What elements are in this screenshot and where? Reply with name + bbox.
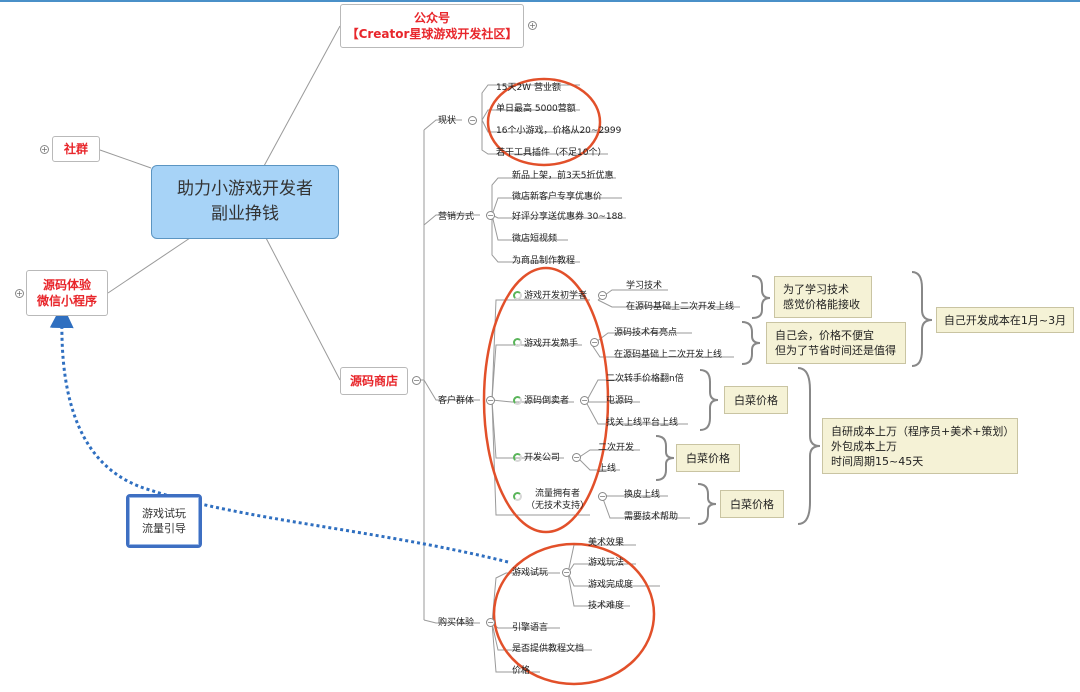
shiwan-child[interactable]: 游戏完成度 — [588, 580, 634, 590]
kehu-group[interactable]: 开发公司 — [524, 453, 561, 463]
central-line2: 副业挣钱 — [211, 204, 279, 224]
progress-ring — [513, 338, 522, 347]
collapse-toggle-group[interactable]: − — [580, 396, 589, 405]
category-yingxiao[interactable]: 营销方式 — [438, 212, 475, 222]
note-xuexi[interactable]: 为了学习技术 感觉价格能接收 — [774, 276, 872, 318]
goumai-item[interactable]: 价格 — [512, 666, 531, 676]
group-child[interactable]: 学习技术 — [626, 281, 663, 291]
central-node[interactable]: 助力小游戏开发者 副业挣钱 — [151, 165, 339, 239]
red-circle-goumai — [492, 542, 656, 686]
collapse-toggle-group[interactable]: − — [590, 338, 599, 347]
collapse-toggle-group[interactable]: − — [572, 453, 581, 462]
group-child[interactable]: 换皮上线 — [624, 490, 661, 500]
goumai-youxi-shiwan[interactable]: 游戏试玩 — [512, 568, 549, 578]
group-child[interactable]: 在源码基础上二次开发上线 — [626, 302, 735, 312]
shiwan-child[interactable]: 美术效果 — [588, 538, 625, 548]
shiwan-child[interactable]: 技术难度 — [588, 601, 625, 611]
collapse-toggle-group[interactable]: − — [598, 291, 607, 300]
edge-central-gongzhonghao — [263, 25, 341, 167]
collapse-toggle-kehu[interactable]: − — [486, 396, 495, 405]
progress-ring — [513, 291, 522, 300]
red-circle-kehu — [482, 266, 610, 534]
kehu-group[interactable]: 流量拥有者 （无技术支持） — [526, 489, 590, 511]
yingxiao-item[interactable]: 好评分享送优惠券 30~188 — [512, 212, 624, 222]
goumai-item[interactable]: 引擎语言 — [512, 623, 549, 633]
collapse-toggle-shequn[interactable]: + — [40, 145, 49, 154]
category-goumai[interactable]: 购买体验 — [438, 618, 475, 628]
yingxiao-item[interactable]: 微店新客户专享优惠价 — [512, 192, 603, 202]
kehu-group[interactable]: 游戏开发熟手 — [524, 339, 579, 349]
progress-ring — [513, 396, 522, 405]
note-ziyan[interactable]: 自研成本上万（程序员+美术+策划） 外包成本上万 时间周期15~45天 — [822, 418, 1018, 474]
group-child[interactable]: 二次开发 — [598, 443, 635, 453]
edge-central-shequn — [99, 149, 152, 169]
collapse-toggle-yingxiao[interactable]: − — [486, 211, 495, 220]
xianzhuang-item[interactable]: 16个小游戏，价格从20~2999 — [496, 126, 622, 136]
group-child[interactable]: 上线 — [598, 464, 617, 474]
progress-ring — [513, 453, 522, 462]
goumai-item[interactable]: 是否提供教程文档 — [512, 644, 585, 654]
group-child[interactable]: 需要技术帮助 — [624, 512, 679, 522]
category-xianzhuang[interactable]: 现状 — [438, 116, 457, 126]
group-child[interactable]: 二次转手价格翻n倍 — [606, 374, 684, 384]
collapse-toggle-xianzhuang[interactable]: − — [468, 116, 477, 125]
collapse-toggle-gongzhonghao[interactable]: + — [528, 21, 537, 30]
collapse-toggle-yuanma-tiyan[interactable]: + — [15, 289, 24, 298]
red-circle-xianzhuang — [486, 77, 602, 167]
xianzhuang-item[interactable]: 若干工具插件（不足10个） — [496, 148, 607, 158]
note-baicai-2[interactable]: 白菜价格 — [676, 444, 740, 472]
group-child[interactable]: 在源码基础上二次开发上线 — [614, 350, 723, 360]
edge-central-shangdian — [265, 237, 341, 381]
shiwan-child[interactable]: 游戏玩法 — [588, 558, 625, 568]
collapse-toggle-goumai[interactable]: − — [486, 618, 495, 627]
group-child[interactable]: 屯源码 — [606, 396, 634, 406]
yingxiao-item[interactable]: 微店短视频 — [512, 234, 558, 244]
collapse-toggle-shiwan[interactable]: − — [562, 568, 571, 577]
progress-ring — [513, 492, 522, 501]
note-ziji-hui[interactable]: 自己会，价格不便宜 但为了节省时间还是值得 — [766, 322, 906, 364]
top-border — [0, 0, 1080, 2]
node-shequn[interactable]: 社群 — [52, 136, 100, 162]
node-gongzhonghao[interactable]: 公众号 【Creator星球游戏开发社区】 — [340, 4, 524, 48]
xianzhuang-item[interactable]: 单日最高 5000营额 — [496, 104, 576, 114]
edge-central-yuanmatiyan — [107, 237, 191, 294]
yingxiao-item[interactable]: 为商品制作教程 — [512, 256, 576, 266]
note-baicai-1[interactable]: 白菜价格 — [724, 386, 788, 414]
central-line1: 助力小游戏开发者 — [177, 179, 313, 199]
category-kehu[interactable]: 客户群体 — [438, 396, 475, 406]
node-yuanma-shangdian[interactable]: 源码商店 — [340, 367, 408, 395]
xianzhuang-item[interactable]: 15天2W 营业额 — [496, 83, 561, 93]
edge-shangdian-trunk — [416, 130, 425, 620]
kehu-group[interactable]: 源码倒卖者 — [524, 396, 570, 406]
collapse-toggle-group[interactable]: − — [598, 492, 607, 501]
node-yuanma-tiyan[interactable]: 源码体验 微信小程序 — [26, 270, 108, 316]
note-ziji-kaifa[interactable]: 自己开发成本在1月~3月 — [936, 307, 1074, 333]
note-baicai-3[interactable]: 白菜价格 — [720, 490, 784, 518]
kehu-group[interactable]: 游戏开发初学者 — [524, 291, 588, 301]
node-youxi-shiwan-liuliang[interactable]: 游戏试玩 流量引导 — [126, 494, 202, 548]
yingxiao-item[interactable]: 新品上架，前3天5折优惠 — [512, 171, 614, 181]
group-child[interactable]: 找关上线平台上线 — [606, 418, 679, 428]
collapse-toggle-shangdian[interactable]: − — [412, 376, 421, 385]
group-child[interactable]: 源码技术有亮点 — [614, 328, 678, 338]
